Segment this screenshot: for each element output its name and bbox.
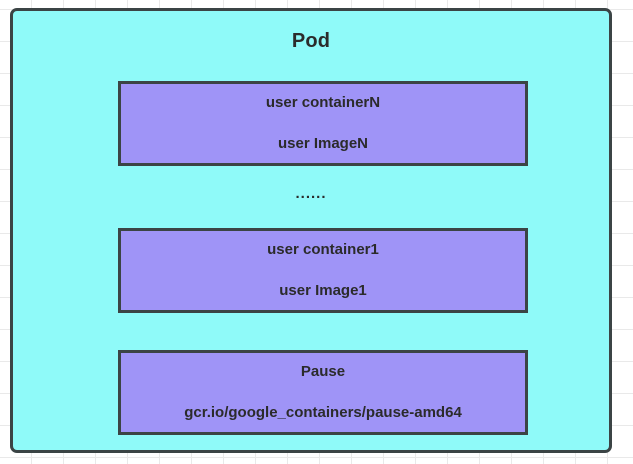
pod-title: Pod	[291, 30, 331, 52]
container-image-1: user Image1	[279, 282, 367, 299]
container-name-pause: Pause	[300, 363, 346, 380]
container-name-n: user containerN	[265, 94, 381, 111]
container-image-pause: gcr.io/google_containers/pause-amd64	[184, 404, 462, 421]
container-image-n: user ImageN	[277, 135, 369, 152]
container-box-pause[interactable]: Pause gcr.io/google_containers/pause-amd…	[118, 350, 528, 435]
container-box-1[interactable]: user container1 user Image1	[118, 228, 528, 313]
container-name-1: user container1	[267, 241, 379, 258]
pod-boundary-box: Pod user containerN user ImageN ...... u…	[10, 8, 612, 453]
ellipsis-separator: ......	[295, 185, 327, 202]
container-box-n[interactable]: user containerN user ImageN	[118, 81, 528, 166]
